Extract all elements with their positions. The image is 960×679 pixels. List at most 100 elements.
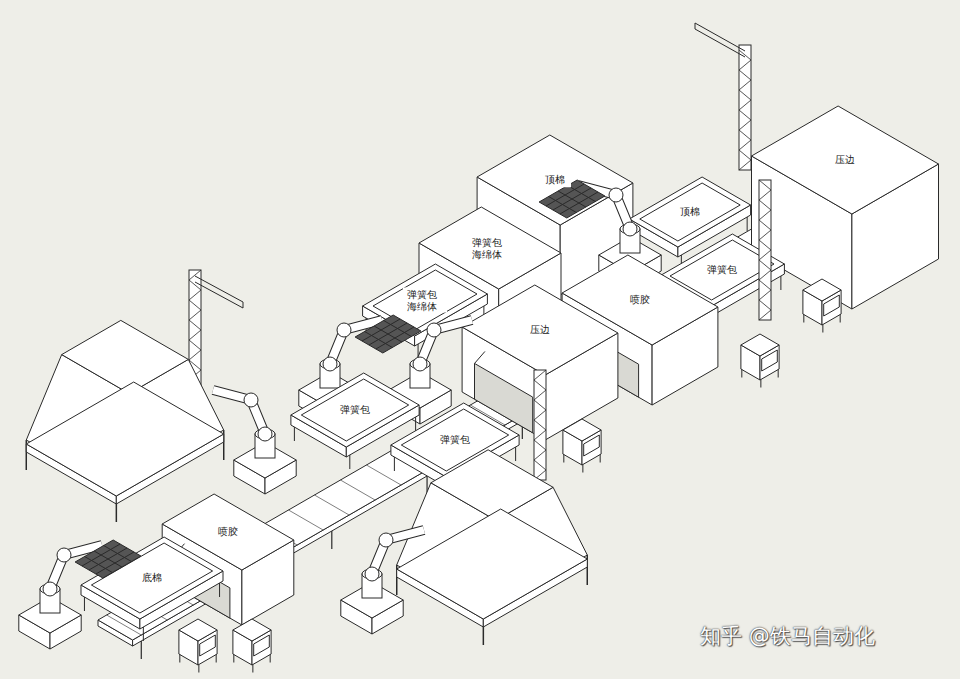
table-leg: [747, 217, 748, 231]
table-leg: [219, 583, 220, 597]
cabinet-leg: [803, 315, 804, 323]
machine-label: 弹簧包 海绵体: [406, 289, 438, 312]
machine-label: 弹簧包: [437, 434, 473, 446]
gripper-grid: [568, 186, 596, 202]
gripper-grid: [376, 327, 414, 349]
lattice-brace: [739, 50, 751, 170]
work-table-top: [291, 373, 419, 447]
cabinet-door: [254, 635, 270, 656]
machine-label: 压边: [832, 154, 858, 166]
conveyor-leg: [331, 531, 332, 549]
robot-arm-outline: [420, 320, 472, 364]
robot-joint: [258, 427, 272, 441]
table-leg: [515, 447, 516, 461]
cabinet-leg: [270, 655, 271, 663]
conveyor-roller: [289, 510, 324, 530]
lattice-tower: [534, 370, 546, 480]
hood-base-top: [397, 509, 588, 619]
lattice-tower: [739, 45, 751, 170]
hood-top: [62, 320, 189, 393]
gantry-beam: [695, 23, 745, 51]
gripper-grid: [560, 192, 598, 214]
cabinet-door: [824, 295, 840, 316]
illustration: [19, 23, 939, 673]
gantry-beam: [195, 282, 243, 308]
machine-label-box: 喷胶: [212, 525, 244, 539]
gripper-grid: [104, 546, 132, 562]
table-frame: [301, 379, 408, 441]
hood-base-top: [26, 382, 223, 496]
machine-label-box: 喷胶: [624, 293, 656, 307]
robot-joint: [413, 357, 427, 371]
robot-gripper: [355, 315, 421, 353]
robot-joint: [379, 533, 393, 547]
conveyor-roller: [314, 495, 349, 515]
robot-arm: [420, 320, 472, 364]
machine-label: 底棉: [139, 572, 165, 584]
machine-label: 弹簧包 海绵体: [471, 237, 503, 260]
table-leg: [415, 417, 416, 431]
press-cabinet-top: [752, 106, 939, 214]
tunnel-machine-top: [462, 285, 618, 375]
lattice-tower: [759, 180, 771, 320]
cabinet-leg: [741, 370, 742, 378]
table-leg: [143, 627, 144, 641]
gripper-grid: [96, 552, 134, 574]
table-leg: [349, 455, 350, 469]
machine-label-box: 弹簧包 海绵体: [468, 236, 512, 261]
machine-label-box: 顶棉: [539, 173, 571, 187]
cabinet-leg: [216, 655, 217, 663]
tunnel-inner-edge: [475, 351, 485, 363]
gantry-beam: [695, 29, 745, 57]
cabinet-leg: [198, 665, 199, 673]
cabinet-leg: [600, 455, 601, 463]
gantry-beam: [195, 276, 243, 302]
cabinet-leg: [252, 665, 253, 673]
robot-joint: [365, 567, 379, 581]
machine-label-box: 顶棉: [674, 205, 706, 219]
cabinet-leg: [840, 315, 841, 323]
robot-joint: [43, 582, 57, 596]
robot-joint: [57, 548, 71, 562]
robot-arm-outline: [372, 530, 424, 574]
conveyor-leg: [141, 641, 142, 659]
machine-label: 弹簧包: [337, 404, 373, 416]
machine-label: 喷胶: [627, 294, 653, 306]
cabinet-leg: [179, 655, 180, 663]
robot-joint: [623, 222, 637, 236]
lattice-brace: [534, 370, 546, 480]
cabinet-leg: [563, 455, 564, 463]
robot-joint: [609, 188, 623, 202]
gripper-grid: [384, 321, 412, 337]
robot-joint: [337, 323, 351, 337]
robot-joint: [427, 323, 441, 337]
gantry-beam-end: [695, 23, 696, 29]
cabinet-door: [584, 435, 600, 456]
top-cotton-feeder-top: [477, 135, 633, 225]
robot-gripper: [75, 540, 141, 578]
cabinet-leg: [760, 380, 761, 388]
gantry-beam-end: [243, 302, 244, 308]
robot-arm: [213, 390, 265, 434]
hood-top: [431, 450, 553, 521]
cabinet-leg: [582, 465, 583, 473]
machine-label-box: 压边: [829, 153, 861, 167]
cabinet-door: [200, 635, 216, 656]
cabinet-leg: [233, 655, 234, 663]
machine-label: 喷胶: [215, 526, 241, 538]
table-frame: [640, 183, 740, 241]
table-leg: [294, 427, 295, 441]
machine-label: 弹簧包: [704, 264, 740, 276]
cabinet-leg: [778, 370, 779, 378]
machine-label-box: 弹簧包: [334, 403, 376, 417]
machine-label-box: 弹簧包: [701, 263, 743, 277]
table-leg: [394, 457, 395, 471]
cabinet-door: [762, 350, 778, 371]
machine-label-box: 底棉: [136, 571, 168, 585]
conveyor-roller: [340, 480, 375, 500]
machine-label: 顶棉: [677, 206, 703, 218]
machine-label: 顶棉: [542, 174, 568, 186]
robot-joint: [244, 393, 258, 407]
machine-label-box: 弹簧包: [434, 433, 476, 447]
